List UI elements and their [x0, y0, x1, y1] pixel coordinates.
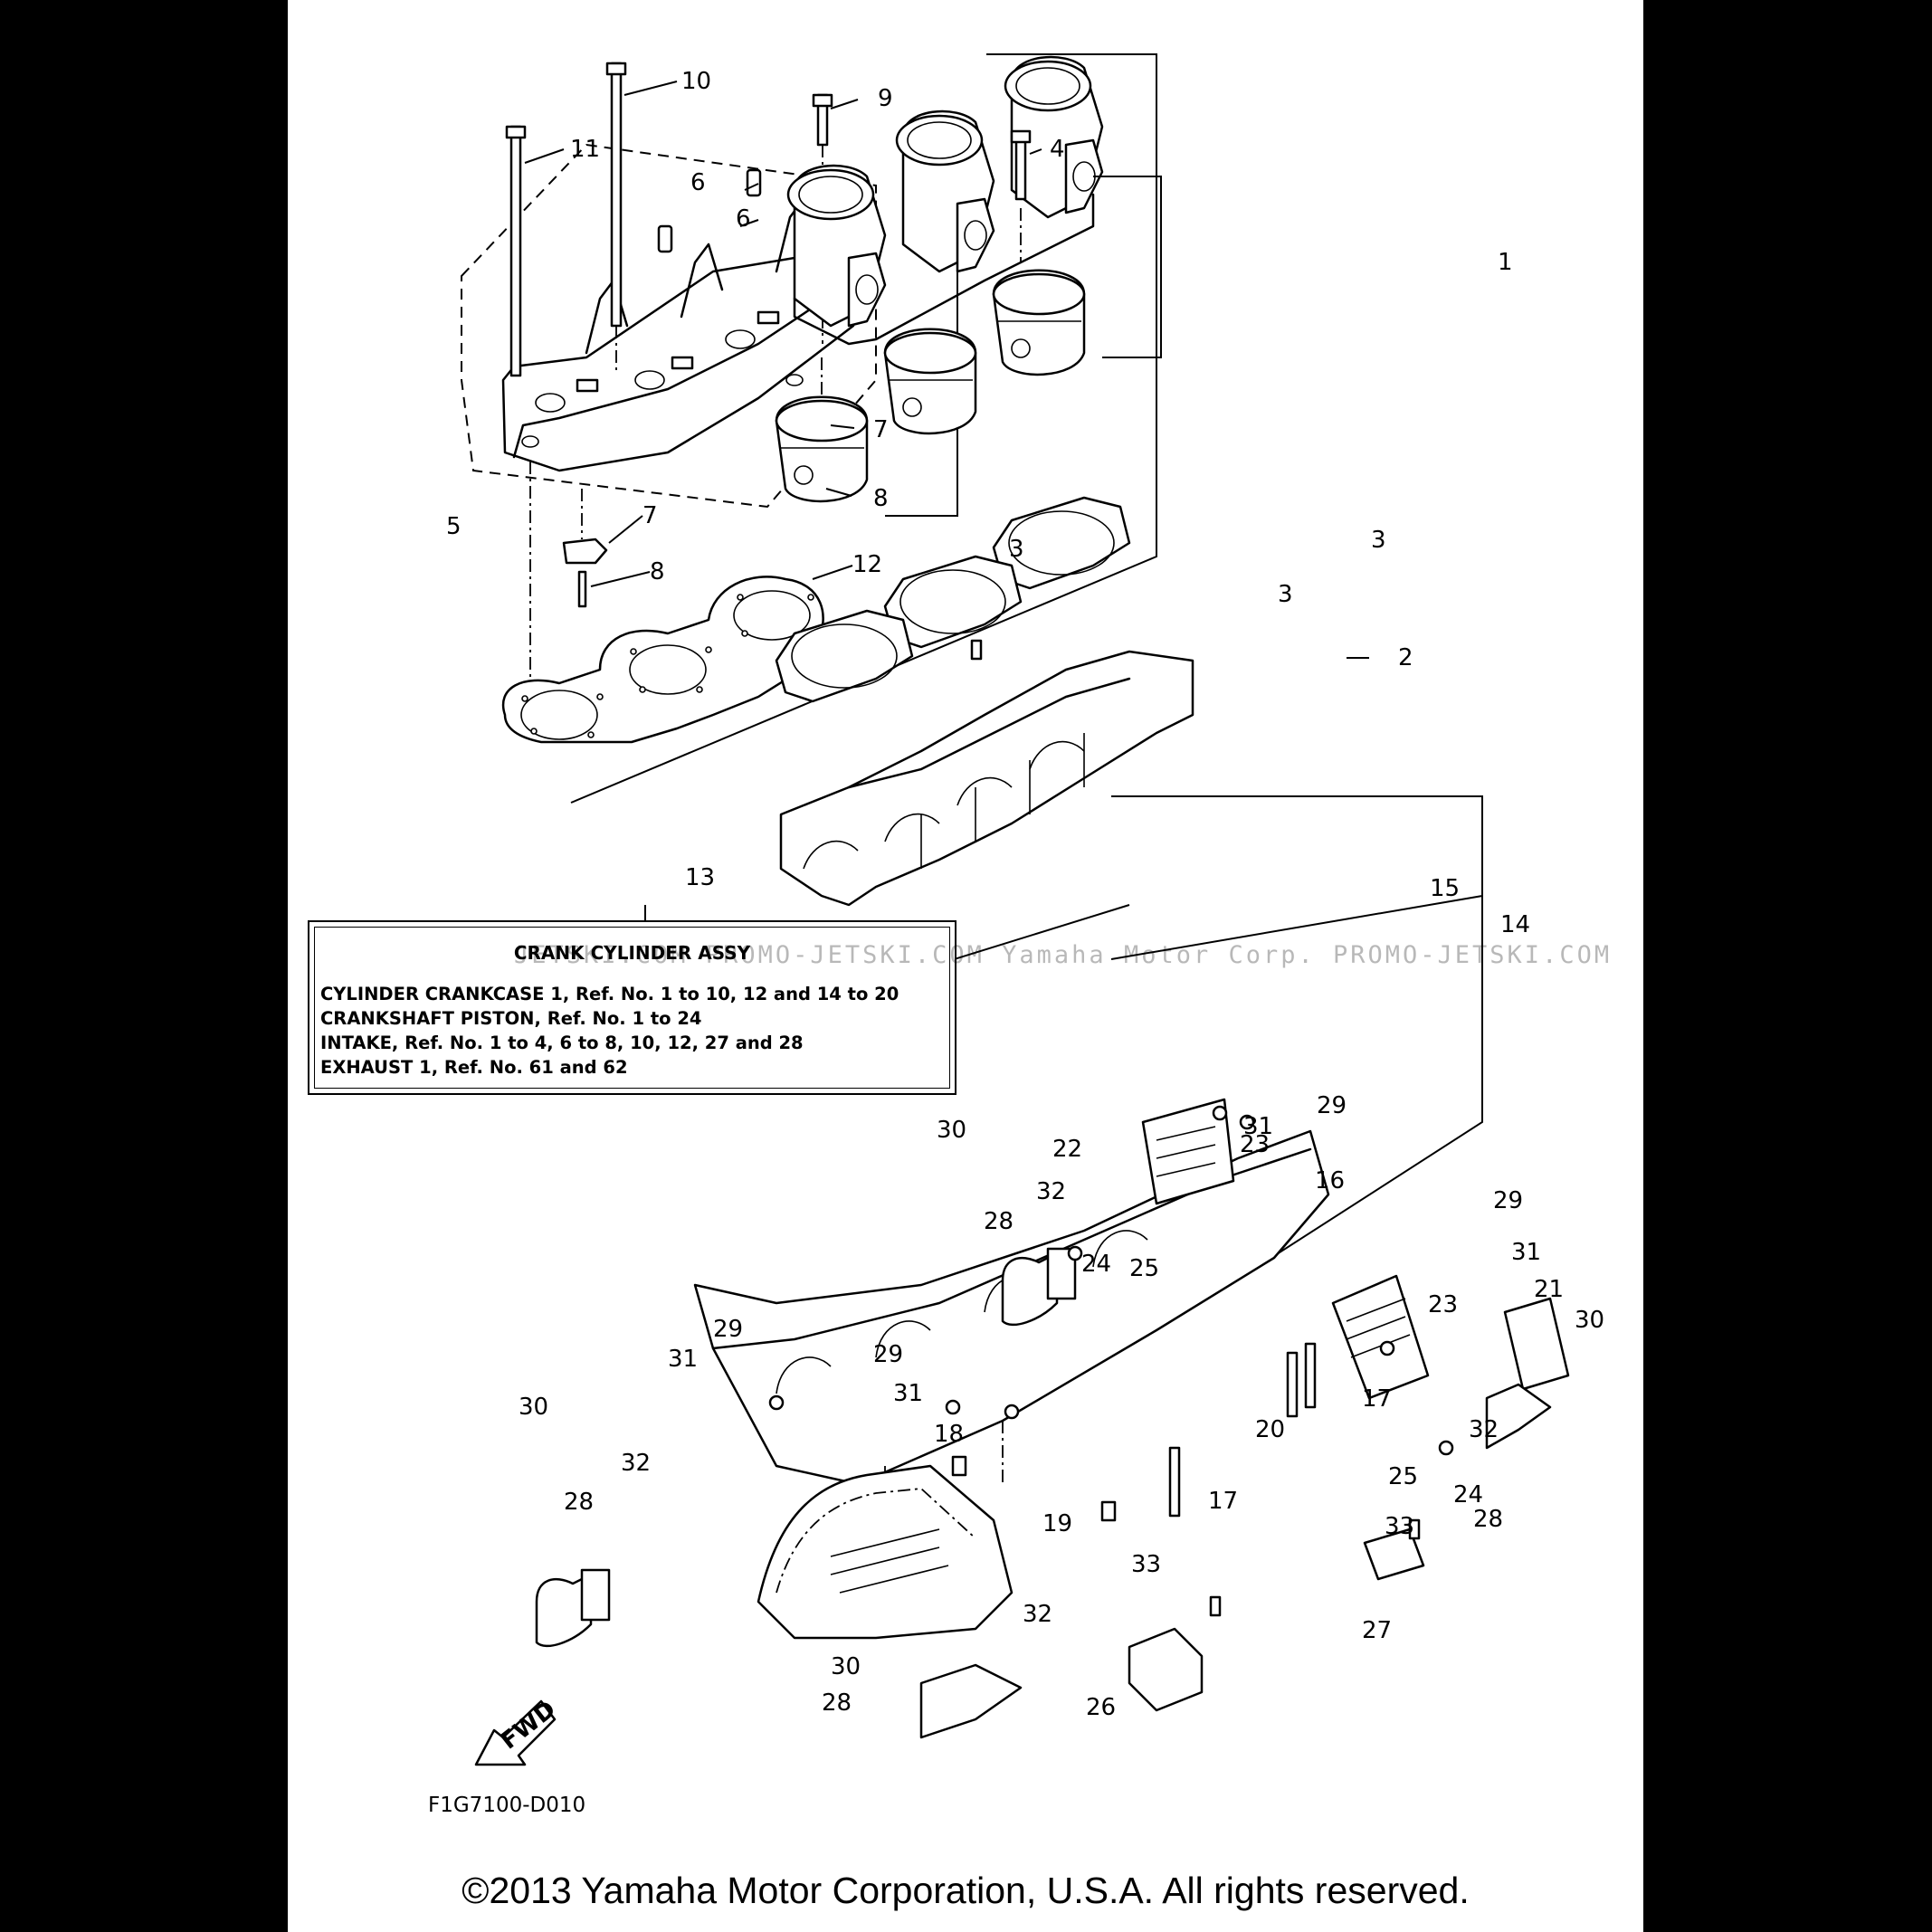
cylinder-block [786, 55, 1162, 517]
base-gaskets [775, 496, 1131, 703]
callout: 20 [1255, 1416, 1285, 1443]
callout: 16 [1315, 1167, 1345, 1194]
callout: 31 [893, 1380, 923, 1407]
callout: 7 [873, 416, 889, 443]
callout: 27 [1362, 1617, 1392, 1644]
head-bolts [505, 62, 833, 377]
callout: 21 [1534, 1276, 1564, 1303]
copyright-notice: ©2013 Yamaha Motor Corporation, U.S.A. A… [462, 1870, 1470, 1911]
callout: 32 [1036, 1178, 1066, 1205]
callout: 28 [1473, 1506, 1503, 1533]
assy-reference-box: CRANK CYLINDER ASSY CYLINDER CRANKCASE 1… [308, 920, 956, 1095]
callout: 15 [1430, 875, 1460, 902]
callout: 29 [713, 1316, 743, 1343]
callout: 29 [1317, 1092, 1347, 1119]
callout: 30 [831, 1653, 861, 1680]
crankcase-lower [693, 796, 1483, 1529]
callout: 3 [1278, 581, 1293, 608]
callout: 3 [1371, 527, 1386, 554]
callout: 33 [1385, 1513, 1414, 1540]
callout: 5 [446, 513, 462, 540]
callout: 28 [564, 1489, 594, 1516]
callout: 8 [650, 558, 665, 585]
callout: 17 [1208, 1488, 1238, 1515]
callout: 1 [1498, 249, 1513, 276]
bolt-4 [1010, 129, 1032, 262]
callout: 13 [685, 864, 715, 891]
callout: 31 [1243, 1113, 1273, 1140]
callout: 12 [852, 551, 882, 578]
callout: 7 [642, 502, 658, 529]
assy-inner-frame [314, 927, 950, 1089]
mount-rubbers [535, 1247, 1552, 1739]
assy-title: CRANK CYLINDER ASSY [513, 942, 751, 964]
hardware [768, 1105, 1454, 1617]
watermark: JETSKI.COM PROMO-JETSKI.COM Yamaha Motor… [514, 941, 1613, 969]
pistons [775, 269, 1086, 503]
callout: 30 [937, 1117, 966, 1144]
callout: 18 [934, 1421, 964, 1448]
callout: 3 [1009, 536, 1024, 563]
callout: 6 [736, 205, 751, 233]
figure-code: F1G7100-D010 [428, 1794, 586, 1817]
callout: 9 [878, 85, 893, 112]
callout: 29 [873, 1341, 903, 1368]
assy-line: CYLINDER CRANKCASE 1, Ref. No. 1 to 10, … [320, 984, 899, 1004]
callout: 31 [1511, 1239, 1541, 1266]
callout: 19 [1042, 1510, 1072, 1537]
callout: 23 [1428, 1291, 1458, 1318]
callout: 11 [570, 136, 600, 163]
callout: 32 [1469, 1416, 1499, 1443]
mount-brackets [1141, 1098, 1570, 1400]
diagram-sheet: FWD 1 2 3 3 3 3 4 5 6 6 7 7 8 8 9 10 11 … [288, 0, 1643, 1932]
assy-line: INTAKE, Ref. No. 1 to 4, 6 to 8, 10, 12,… [320, 1033, 804, 1053]
callout: 28 [822, 1689, 852, 1717]
callout: 29 [1493, 1187, 1523, 1214]
callout: 31 [668, 1346, 698, 1373]
damper-blocks [1128, 1528, 1425, 1712]
callout: 33 [1131, 1551, 1161, 1578]
callout: 24 [1081, 1251, 1111, 1278]
callout: 24 [1453, 1481, 1483, 1508]
callout: 8 [873, 485, 889, 512]
callout: 2 [1398, 644, 1413, 671]
leader-lines [524, 81, 1369, 920]
callout-labels: 1 2 3 3 3 3 4 5 6 6 7 7 8 8 9 10 11 12 1… [446, 68, 1604, 1721]
callout: 22 [1052, 1136, 1082, 1163]
assy-line: EXHAUST 1, Ref. No. 61 and 62 [320, 1057, 628, 1078]
callout: 25 [1129, 1255, 1159, 1282]
callout: 14 [1500, 911, 1530, 938]
callout: 6 [690, 169, 706, 196]
callout: 30 [519, 1394, 548, 1421]
callout: 10 [681, 68, 711, 95]
assy-line: CRANKSHAFT PISTON, Ref. No. 1 to 24 [320, 1008, 702, 1029]
exploded-parts-diagram: FWD 1 2 3 3 3 3 4 5 6 6 7 7 8 8 9 10 11 … [446, 53, 1604, 1766]
callout: 32 [1023, 1601, 1052, 1628]
callout: 17 [1362, 1385, 1392, 1413]
callout: 23 [1240, 1131, 1270, 1158]
callout: 30 [1575, 1307, 1604, 1334]
crankcase-cover [757, 1464, 1014, 1640]
callout: 32 [621, 1450, 651, 1477]
callout: 4 [1050, 136, 1065, 163]
callout: 26 [1086, 1694, 1116, 1721]
callout: 28 [984, 1208, 1014, 1235]
callout: 25 [1388, 1463, 1418, 1490]
fwd-arrow: FWD [474, 1696, 561, 1766]
